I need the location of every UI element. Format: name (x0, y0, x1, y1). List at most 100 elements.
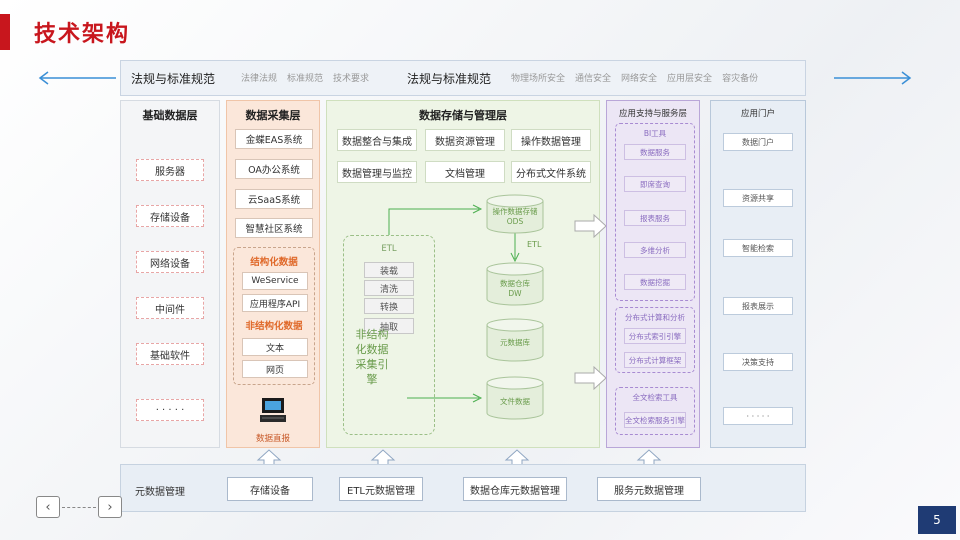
group-label: 分布式计算和分析 (625, 313, 685, 322)
portal-item: 决策支持 (723, 353, 793, 371)
app-item: 数据挖掘 (624, 274, 686, 290)
computer-icon (260, 398, 286, 422)
regulation-item: 容灾备份 (722, 74, 759, 84)
chevron-left-icon: ‹ (45, 499, 51, 515)
etl-group: ETL 装载 清洗 转换 抽取 (343, 235, 435, 435)
structured-data-label: 结构化数据 (250, 257, 298, 268)
collection-layer: 数据采集层 金蝶EAS系统 OA办公系统 云SaaS系统 智慧社区系统 结构化数… (226, 100, 320, 448)
regulation-item: 网络安全 (621, 74, 658, 84)
storage-item: 文档管理 (425, 161, 505, 183)
flow-arrow-icon (574, 214, 607, 238)
database-icon (486, 318, 544, 362)
basic-data-layer: 基础数据层 服务器 存储设备 网络设备 中间件 基础软件 · · · · · (120, 100, 220, 448)
basic-item-more: · · · · · (136, 399, 204, 421)
etl-step: 转换 (364, 298, 414, 314)
structured-item: WeService (242, 272, 308, 290)
basic-item-server: 服务器 (136, 159, 204, 181)
portal-item: 数据门户 (723, 133, 793, 151)
basic-item-storage: 存储设备 (136, 205, 204, 227)
fulltext-group: 全文检索工具 全文检索服务引擎 (615, 387, 695, 435)
app-layer-title: 应用支持与服务层 (618, 109, 687, 119)
group-label: 全文检索工具 (632, 393, 678, 402)
distributed-group: 分布式计算和分析 分布式索引引擎 分布式计算框架 (615, 307, 695, 373)
app-item: 报表服务 (624, 210, 686, 226)
next-button[interactable]: › (98, 496, 122, 518)
metadata-item: ETL元数据管理 (339, 477, 423, 501)
collection-layer-title: 数据采集层 (245, 109, 301, 122)
metadata-item: 数据仓库元数据管理 (463, 477, 567, 501)
basic-layer-title: 基础数据层 (142, 109, 198, 122)
group-label: BI工具 (643, 129, 667, 138)
direct-report-label: 数据直报 (255, 434, 290, 444)
regulation-title-center: 法规与标准规范 (407, 71, 492, 86)
flow-connectors: ETL (388, 204, 542, 403)
arrow-right-icon (834, 71, 912, 85)
storage-item: 操作数据管理 (511, 129, 591, 151)
title-accent-bar (0, 14, 10, 50)
unstructured-item: 网页 (242, 360, 308, 378)
basic-item-software: 基础软件 (136, 343, 204, 365)
dw-store: 数据仓库 DW (481, 261, 549, 307)
app-item: 数据服务 (624, 144, 686, 160)
collection-system: 智慧社区系统 (235, 218, 313, 238)
app-item: 即席查询 (624, 176, 686, 192)
regulation-item: 物理场所安全 (511, 74, 566, 84)
unstructured-data-label: 非结构化数据 (245, 321, 303, 332)
database-icon (486, 194, 544, 234)
storage-layer-title: 数据存储与管理层 (419, 109, 507, 122)
chevron-right-icon: › (107, 499, 113, 515)
app-item: 分布式索引引擎 (624, 328, 686, 344)
storage-item: 数据管理与监控 (337, 161, 417, 183)
page-title: 技术架构 (34, 22, 131, 47)
etl-step: 装载 (364, 262, 414, 278)
storage-item: 数据整合与集成 (337, 129, 417, 151)
bi-tools-group: BI工具 数据服务 即席查询 报表服务 多维分析 数据挖掘 (615, 123, 695, 301)
metadata-label: 元数据管理 (135, 487, 185, 498)
etl-arrow-label: ETL (527, 240, 542, 249)
collection-system: OA办公系统 (235, 159, 313, 179)
app-support-layer: 应用支持与服务层 BI工具 数据服务 即席查询 报表服务 多维分析 数据挖掘 分… (606, 100, 700, 448)
database-icon (486, 376, 544, 420)
basic-item-middleware: 中间件 (136, 297, 204, 319)
flow-arrow-icon (574, 366, 607, 390)
regulation-items-left: 法律法规 标准规范 技术要求 (241, 71, 369, 84)
portal-layer: 应用门户 数据门户 资源共享 智能检索 报表展示 决策支持 · · · · · (710, 100, 806, 448)
prev-button[interactable]: ‹ (36, 496, 60, 518)
store-sublabel: ODS (506, 217, 524, 226)
collection-system: 金蝶EAS系统 (235, 129, 313, 149)
store-label: 元数据库 (500, 338, 530, 347)
portal-item: · · · · · (723, 407, 793, 425)
regulation-item: 应用层安全 (667, 74, 713, 84)
regulation-items-right: 物理场所安全 通信安全 网络安全 应用层安全 容灾备份 (511, 71, 758, 84)
regulation-item: 标准规范 (287, 74, 324, 84)
portal-layer-title: 应用门户 (740, 109, 775, 119)
regulation-title-left: 法规与标准规范 (131, 71, 216, 86)
regulation-item: 通信安全 (575, 74, 612, 84)
page-number: 5 (918, 506, 956, 534)
store-label: 文件数据 (500, 397, 530, 406)
metadata-store: 元数据库 (481, 317, 549, 363)
store-label: 数据仓库 (500, 279, 530, 288)
data-type-group: 结构化数据 WeService 应用程序API 非结构化数据 文本 网页 (233, 247, 315, 385)
ods-store: 操作数据存储 ODS (481, 193, 549, 235)
unstructured-engine-label: 非结构化数据采集引擎 (355, 328, 389, 386)
regulation-item: 技术要求 (333, 74, 370, 84)
metadata-item: 服务元数据管理 (597, 477, 701, 501)
database-icon (486, 262, 544, 306)
nav-divider (62, 507, 96, 508)
store-sublabel: DW (508, 289, 522, 298)
collection-system: 云SaaS系统 (235, 189, 313, 209)
storage-item: 数据资源管理 (425, 129, 505, 151)
metadata-band: 元数据管理 存储设备 ETL元数据管理 数据仓库元数据管理 服务元数据管理 (120, 464, 806, 512)
regulation-band: 法规与标准规范 法律法规 标准规范 技术要求 法规与标准规范 物理场所安全 通信… (120, 60, 806, 96)
regulation-item: 法律法规 (241, 74, 278, 84)
app-item: 多维分析 (624, 242, 686, 258)
portal-item: 报表展示 (723, 297, 793, 315)
storage-layer: 数据存储与管理层 数据整合与集成 数据资源管理 操作数据管理 数据管理与监控 文… (326, 100, 600, 448)
arrow-left-icon (38, 71, 116, 85)
app-item: 全文检索服务引擎 (624, 412, 686, 428)
etl-step: 抽取 (364, 318, 414, 334)
metadata-item: 存储设备 (227, 477, 313, 501)
app-item: 分布式计算框架 (624, 352, 686, 368)
storage-item: 分布式文件系统 (511, 161, 591, 183)
